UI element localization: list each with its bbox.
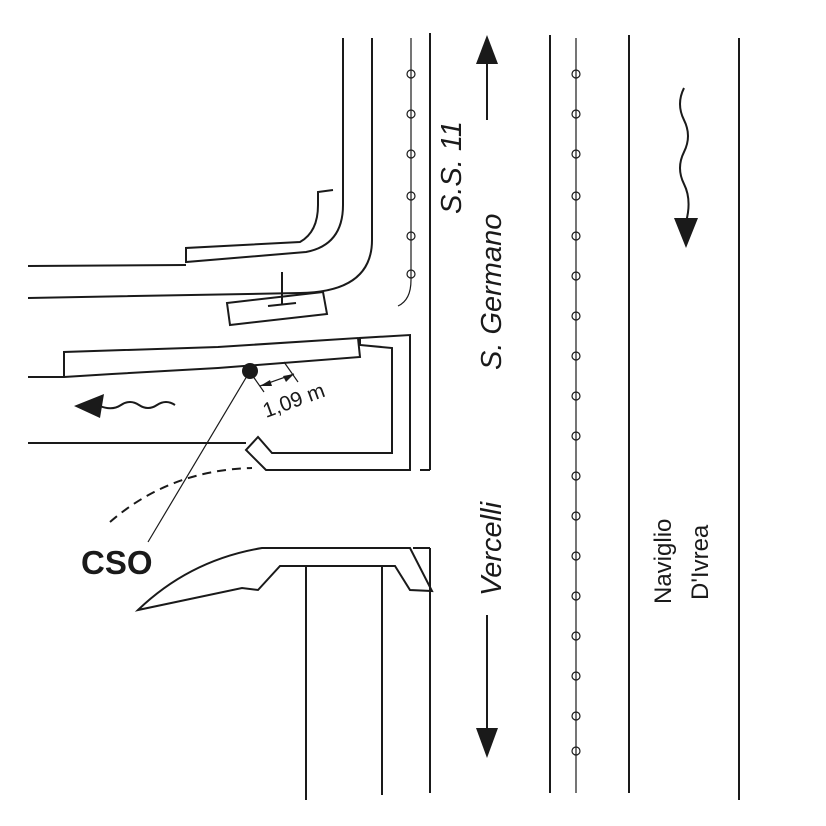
canal-label-line2: D'Ivrea (687, 524, 714, 600)
cso-leader-line (147, 370, 251, 543)
canal-label-line1: Naviglio (650, 519, 677, 604)
distance-dimension (249, 361, 299, 393)
dashed-outflow-line (109, 467, 253, 523)
gate-slab (225, 272, 329, 327)
flow-arrow-left (74, 394, 176, 418)
road-name-germano-label: S. Germano (476, 214, 508, 370)
road-arrow-south (476, 615, 498, 758)
railing-left (397, 38, 416, 307)
road-number-label: S.S. 11 (436, 121, 468, 214)
railing-right (571, 38, 581, 793)
canal-banks (628, 35, 740, 800)
road-arrow-north (476, 35, 498, 120)
canal-flow-arrow (674, 87, 698, 248)
cso-label: CSO (81, 544, 153, 581)
lower-building-outline (134, 547, 434, 800)
road-name-vercelli-label: Vercelli (476, 500, 508, 596)
cso-marker (147, 363, 258, 543)
channel-outline (28, 333, 411, 471)
upper-building-outline (27, 38, 373, 299)
